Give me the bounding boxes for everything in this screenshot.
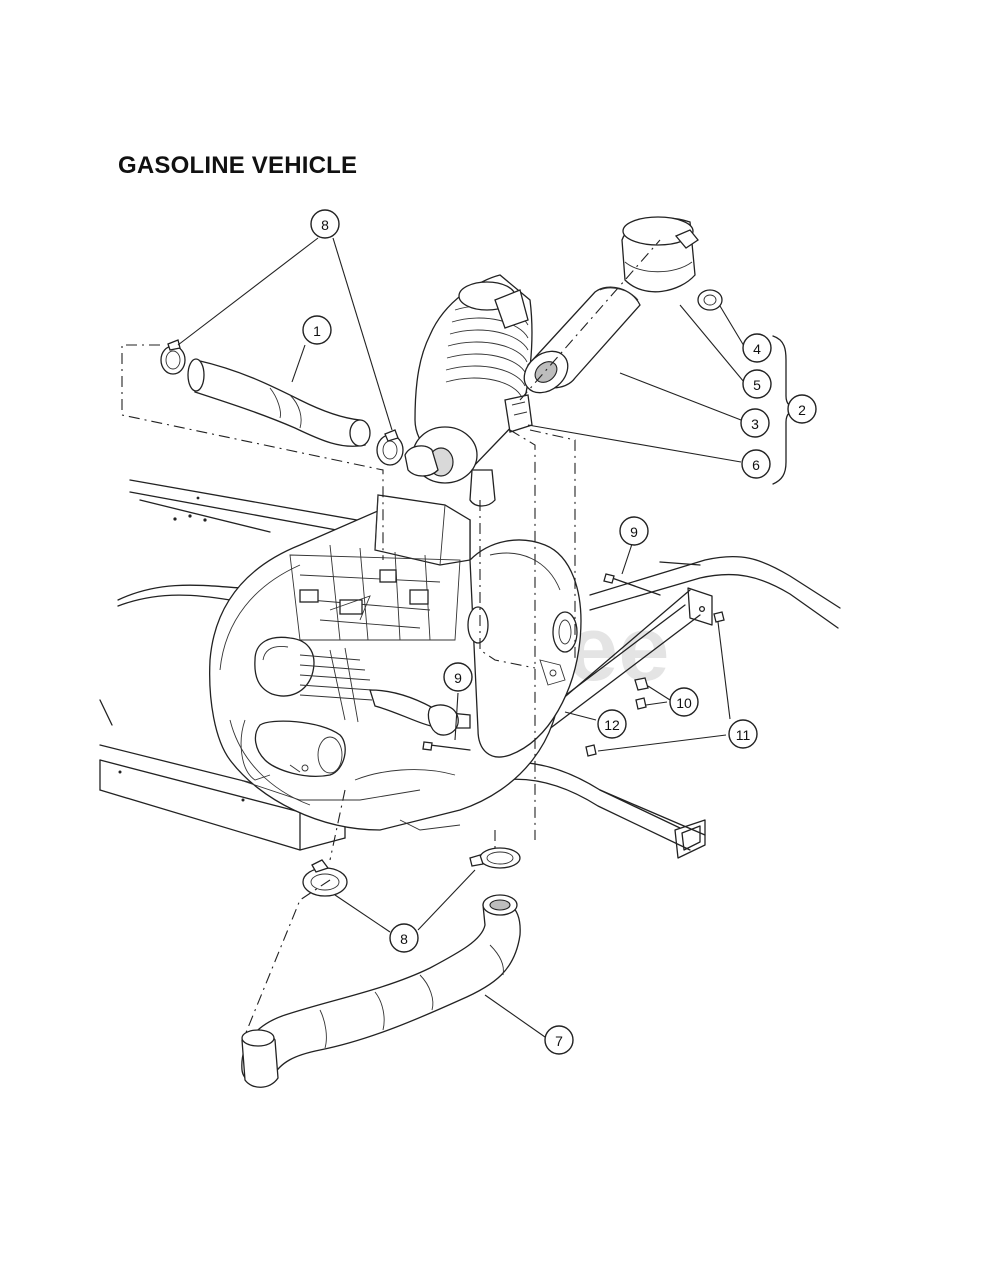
callout-5: 5 [742, 369, 772, 399]
svg-text:7: 7 [555, 1033, 563, 1049]
svg-text:12: 12 [604, 717, 620, 733]
hose-clamp-upper-right [376, 429, 404, 466]
svg-text:8: 8 [321, 217, 329, 233]
muffler [467, 539, 582, 758]
svg-text:5: 5 [753, 377, 761, 393]
svg-text:6: 6 [752, 457, 760, 473]
hose-clamp-lower-left [302, 859, 348, 897]
callout-2: 2 [787, 394, 817, 424]
callout-8-bottom: 8 [389, 923, 419, 953]
page-title: GASOLINE VEHICLE [118, 152, 358, 179]
callout-8-top: 8 [310, 209, 340, 239]
air-cleaner-housing [404, 274, 533, 507]
nut-10 [634, 677, 649, 710]
svg-text:4: 4 [753, 341, 761, 357]
svg-text:9: 9 [630, 524, 638, 540]
callout-12: 12 [597, 709, 627, 739]
callout-3: 3 [740, 408, 770, 438]
svg-text:10: 10 [676, 695, 692, 711]
callout-10: 10 [669, 687, 699, 717]
nut-11 [585, 611, 725, 757]
callout-9-left: 9 [443, 662, 473, 692]
filter-centerline [519, 239, 661, 401]
callout-11: 11 [728, 719, 758, 749]
svg-text:9: 9 [454, 670, 462, 686]
svg-text:8: 8 [400, 931, 408, 947]
end-cover [621, 216, 699, 293]
hose-clamp-lower-right [469, 847, 521, 869]
svg-text:11: 11 [736, 727, 751, 743]
svg-text:2: 2 [798, 402, 806, 418]
svg-text:1: 1 [313, 323, 321, 339]
bolt-9-left [422, 741, 471, 751]
svg-text:3: 3 [751, 416, 759, 432]
callout-6: 6 [741, 449, 771, 479]
callout-4: 4 [742, 333, 772, 363]
bolt-9-right [603, 573, 661, 596]
intake-hose-lower [241, 894, 521, 1088]
leader-lines [177, 237, 745, 1038]
callout-7: 7 [544, 1025, 574, 1055]
wing-nut [697, 289, 723, 311]
hose-clamp-upper-left [160, 339, 186, 375]
callout-9-right: 9 [619, 516, 649, 546]
callout-1: 1 [302, 315, 332, 345]
intake-hose-upper [187, 358, 371, 447]
filter-element [523, 286, 641, 394]
assembly-lines [121, 344, 576, 1036]
